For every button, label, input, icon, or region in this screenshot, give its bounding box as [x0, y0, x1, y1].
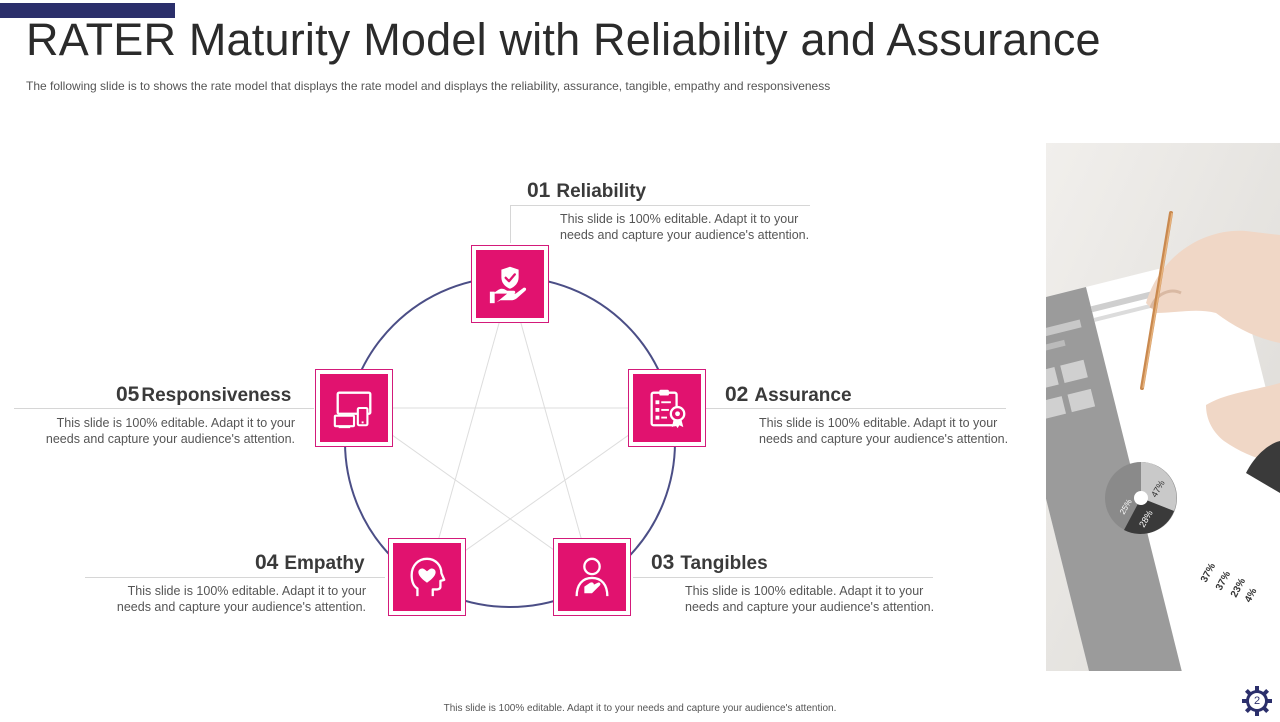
- person-hand-icon: [575, 557, 609, 597]
- empathy-number: 04: [255, 551, 279, 574]
- gear-icon: [1242, 686, 1272, 716]
- slide-subtitle: The following slide is to shows the rate…: [26, 79, 831, 93]
- empathy-desc-line2: needs and capture your audience's attent…: [116, 600, 366, 614]
- second-hand: [1206, 383, 1280, 493]
- responsiveness-desc-line1: This slide is 100% editable. Adapt it to…: [56, 416, 295, 430]
- empathy-description: This slide is 100% editable. Adapt it to…: [96, 583, 366, 615]
- assurance-desc-line1: This slide is 100% editable. Adapt it to…: [759, 416, 998, 430]
- reliability-desc-line1: This slide is 100% editable. Adapt it to…: [560, 212, 799, 226]
- page-number-badge: 2: [1241, 685, 1273, 717]
- desk-photo: 47% 28% 25% 37% 37% 23% 4%: [1046, 143, 1280, 671]
- reliability-icon-box: [471, 245, 549, 323]
- slide-footer: This slide is 100% editable. Adapt it to…: [443, 703, 837, 714]
- head-heart-icon: [410, 557, 446, 597]
- reliability-connector: [510, 205, 511, 243]
- hand-with-pen: [1140, 211, 1280, 390]
- shield-hand-icon: [489, 266, 527, 304]
- tangibles-icon-box: [553, 538, 631, 616]
- certificate-clipboard-icon: [650, 389, 686, 429]
- assurance-desc-line2: needs and capture your audience's attent…: [759, 432, 1009, 446]
- responsiveness-number: 05: [116, 383, 140, 406]
- reliability-rule: [510, 205, 810, 206]
- assurance-number: 02: [725, 383, 749, 406]
- responsiveness-description: This slide is 100% editable. Adapt it to…: [25, 415, 295, 447]
- tangibles-desc-line2: needs and capture your audience's attent…: [685, 600, 935, 614]
- slide-title: RATER Maturity Model with Reliability an…: [26, 14, 1101, 65]
- pie-chart-in-photo: [1105, 462, 1177, 534]
- assurance-rule: [706, 408, 1006, 409]
- desk-photo-illustration: 47% 28% 25% 37% 37% 23% 4%: [1046, 143, 1280, 671]
- reliability-number: 01: [527, 179, 551, 202]
- tangibles-desc-line1: This slide is 100% editable. Adapt it to…: [685, 584, 924, 598]
- devices-icon: [333, 391, 372, 429]
- responsiveness-label: Responsiveness: [141, 385, 292, 406]
- reliability-label: Reliability: [556, 181, 647, 202]
- empathy-icon-box: [388, 538, 466, 616]
- tangibles-label: Tangibles: [680, 553, 768, 574]
- empathy-desc-line1: This slide is 100% editable. Adapt it to…: [127, 584, 366, 598]
- title-accent-bar: [0, 3, 175, 18]
- reliability-description: This slide is 100% editable. Adapt it to…: [560, 211, 830, 243]
- reliability-desc-line2: needs and capture your audience's attent…: [560, 228, 810, 242]
- assurance-label: Assurance: [754, 385, 852, 406]
- tangibles-rule: [633, 577, 933, 578]
- assurance-icon-box: [628, 369, 706, 447]
- responsiveness-rule: [14, 408, 314, 409]
- empathy-rule: [85, 577, 385, 578]
- tangibles-description: This slide is 100% editable. Adapt it to…: [685, 583, 955, 615]
- responsiveness-icon-box: [315, 369, 393, 447]
- assurance-description: This slide is 100% editable. Adapt it to…: [759, 415, 1029, 447]
- page-number: 2: [1253, 695, 1261, 707]
- responsiveness-desc-line2: needs and capture your audience's attent…: [45, 432, 295, 446]
- empathy-label: Empathy: [284, 553, 365, 574]
- tangibles-number: 03: [651, 551, 675, 574]
